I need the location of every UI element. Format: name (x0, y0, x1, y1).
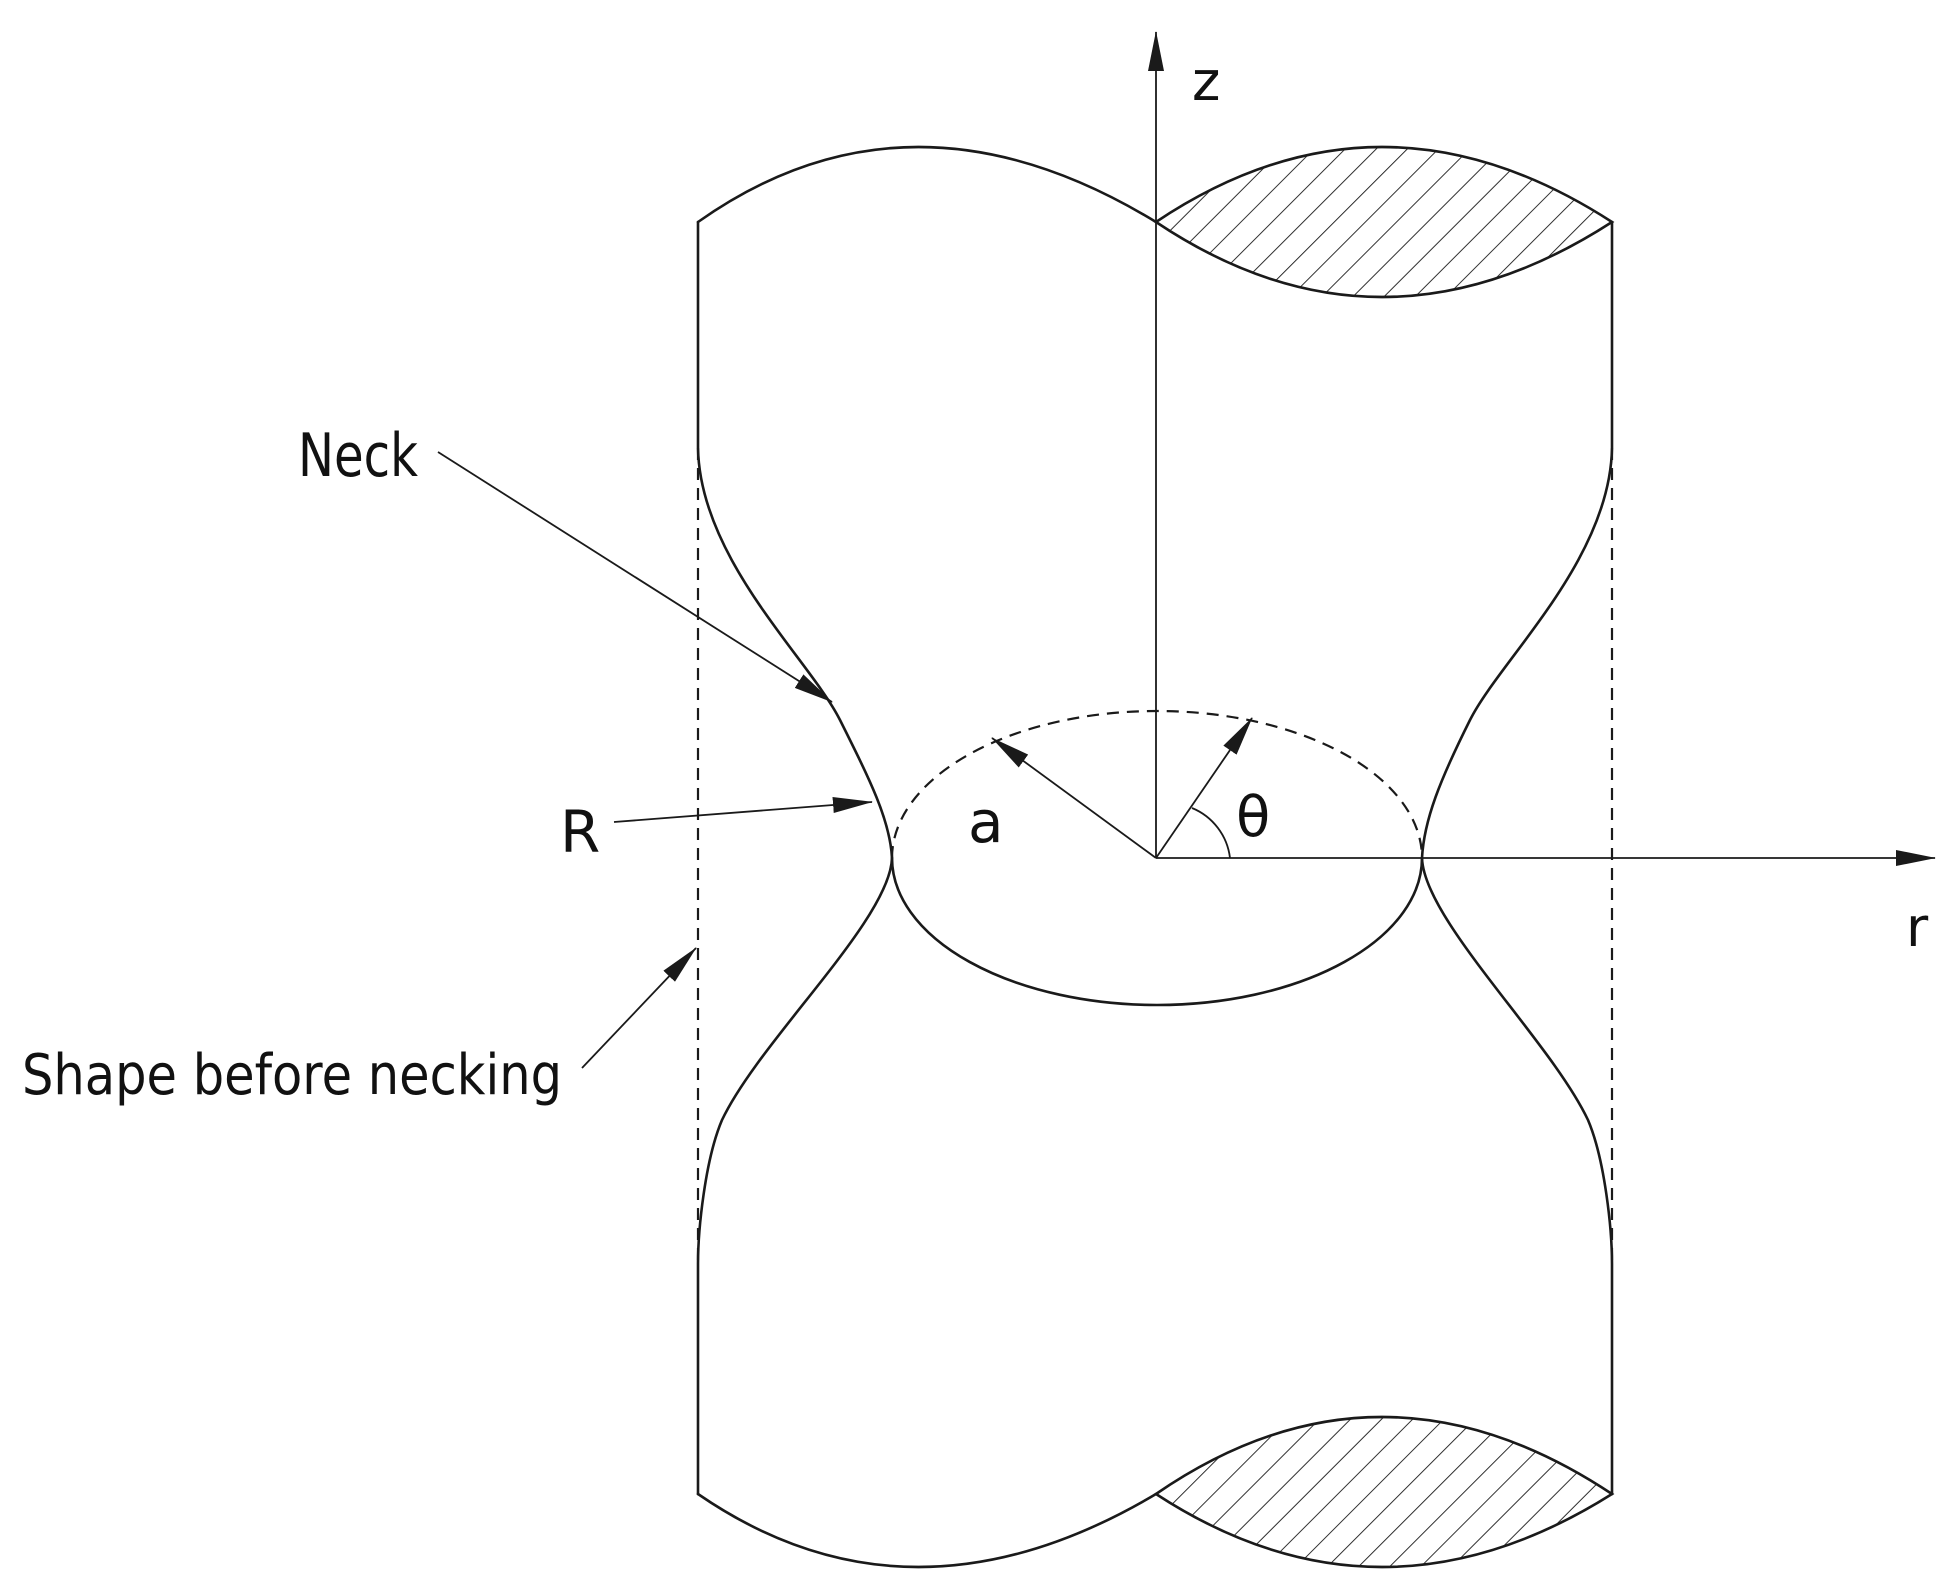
neck-section-back-half (890, 709, 1424, 859)
bottom-cap-hatched-section (1153, 1415, 1615, 1569)
radius-a-label: a (968, 788, 1004, 856)
top-cap-hatched-section (1153, 145, 1615, 299)
shape-before-leader (581, 947, 697, 1069)
theta-arc (1191, 807, 1231, 859)
theta-label: θ (1236, 785, 1270, 850)
top-cap-left-arc (696, 145, 1158, 224)
shape-before-label: Shape before necking (22, 1043, 562, 1108)
theta-radius-arrow (1155, 717, 1253, 859)
neck-leader (437, 451, 833, 703)
neck-label: Neck (298, 421, 418, 491)
neck-section-front-half (890, 856, 1424, 1007)
specimen-left-outline (696, 220, 894, 1496)
radius-R-leader (613, 797, 873, 823)
bottom-end-cap (696, 1415, 1615, 1569)
top-end-cap (696, 145, 1615, 299)
bottom-cap-left-arc (696, 1492, 1158, 1569)
r-axis-label: r (1906, 896, 1929, 959)
radius-a-arrow (991, 737, 1157, 859)
z-axis-label: z (1192, 50, 1220, 113)
radius-R-label: R (560, 798, 600, 866)
